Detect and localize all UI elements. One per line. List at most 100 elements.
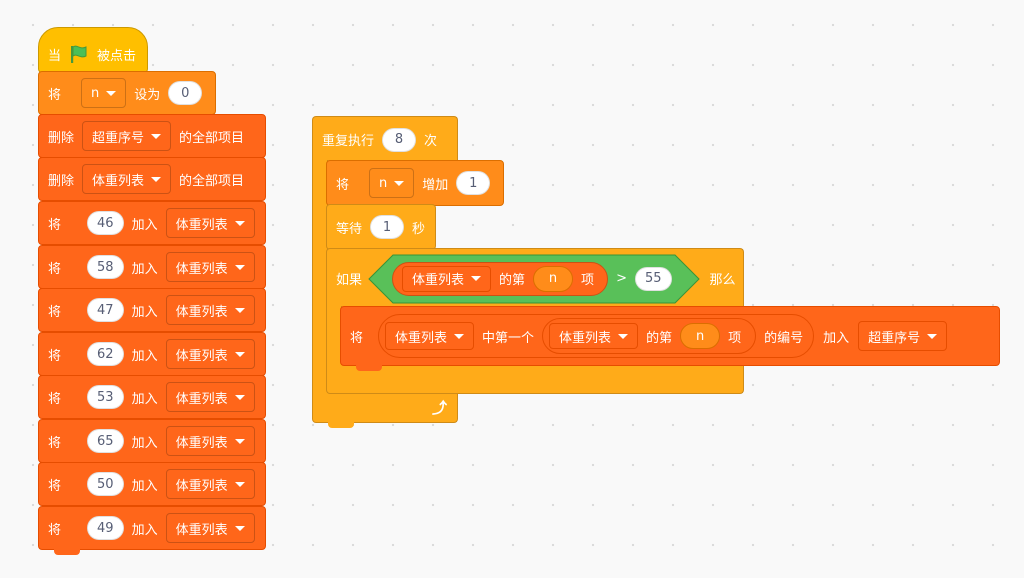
- chevron-down-icon: [234, 351, 245, 357]
- add-value-input[interactable]: 53: [87, 385, 124, 409]
- list-dropdown[interactable]: 体重列表: [165, 339, 255, 369]
- list-dropdown[interactable]: 体重列表: [165, 295, 255, 325]
- list-name: 体重列表: [175, 478, 228, 494]
- list-dropdown[interactable]: 体重列表: [165, 382, 255, 412]
- list-name: 体重列表: [412, 273, 465, 288]
- delete-all-block-2[interactable]: 删除 体重列表 的全部项目: [38, 157, 266, 201]
- add-word-label: 将: [48, 261, 62, 277]
- add-action-label: 加入: [131, 348, 158, 364]
- add-value-input[interactable]: 46: [87, 211, 124, 235]
- block-bottom-notch: [54, 549, 80, 555]
- add-action-label: 加入: [131, 217, 158, 233]
- wait-block[interactable]: 等待 1 秒: [326, 204, 436, 250]
- chevron-down-icon: [234, 264, 245, 270]
- target-list-dropdown[interactable]: 超重序号: [858, 321, 948, 351]
- wait-seconds-input[interactable]: 1: [370, 215, 405, 239]
- wait-suffix-label: 秒: [412, 221, 426, 237]
- list-name: 体重列表: [175, 348, 228, 364]
- add-to-list-block[interactable]: 将 62 加入 体重列表: [38, 332, 266, 376]
- chevron-down-icon: [927, 333, 938, 339]
- chevron-down-icon: [234, 438, 245, 444]
- block-bottom-notch: [356, 365, 382, 371]
- delete-word-label: 删除: [48, 130, 75, 146]
- wait-prefix-label: 等待: [336, 221, 363, 237]
- add-to-list-block[interactable]: 将 50 加入 体重列表: [38, 462, 266, 506]
- add-action-label: 加入: [131, 391, 158, 407]
- list-name: 体重列表: [92, 173, 145, 189]
- item-of-label: 的第: [499, 273, 526, 288]
- add-action-label: 加入: [131, 478, 158, 494]
- hat-prefix-label: 当: [48, 48, 62, 64]
- list-dropdown[interactable]: 体重列表: [402, 265, 492, 292]
- compare-value-input[interactable]: 55: [634, 266, 672, 291]
- add-value-input[interactable]: 47: [87, 298, 124, 322]
- chevron-down-icon: [471, 276, 482, 281]
- add-value-input[interactable]: 62: [87, 342, 124, 366]
- loop-arrow-icon: ⤴: [431, 399, 447, 417]
- add-value-input[interactable]: 49: [87, 516, 124, 540]
- add-value-input[interactable]: 65: [87, 429, 124, 453]
- list-dropdown[interactable]: 超重序号: [82, 121, 172, 151]
- add-to-list-block[interactable]: 将 47 加入 体重列表: [38, 288, 266, 332]
- add-word-label: 将: [48, 478, 62, 494]
- set-value-input[interactable]: 0: [168, 81, 203, 105]
- change-variable-block[interactable]: 将 n 增加 1: [326, 160, 504, 206]
- then-label: 那么: [709, 273, 736, 288]
- block-bottom-notch: [328, 422, 354, 428]
- add-action-label: 加入: [131, 522, 158, 538]
- list-dropdown[interactable]: 体重列表: [165, 513, 255, 543]
- list-dropdown[interactable]: 体重列表: [165, 208, 255, 238]
- variable-dropdown[interactable]: n: [369, 168, 415, 198]
- when-flag-clicked-block[interactable]: 当 被点击: [38, 27, 148, 73]
- if-block[interactable]: 如果 体重列表 的第 n 项 > 55 那么: [326, 248, 744, 308]
- delete-suffix-label: 的全部项目: [179, 173, 245, 189]
- list-dropdown[interactable]: 体重列表: [82, 164, 172, 194]
- chevron-down-icon: [454, 333, 465, 339]
- list-dropdown[interactable]: 体重列表: [165, 426, 255, 456]
- add-word-label: 将: [48, 217, 62, 233]
- change-value-input[interactable]: 1: [456, 171, 491, 195]
- repeat-times-input[interactable]: 8: [382, 127, 417, 152]
- add-action-label: 加入: [823, 330, 850, 346]
- item-label: 项: [581, 273, 595, 288]
- set-variable-block[interactable]: 将 n 设为 0: [38, 71, 216, 115]
- list-name: 体重列表: [175, 522, 228, 538]
- chevron-down-icon: [151, 176, 162, 182]
- list-dropdown[interactable]: 体重列表: [549, 323, 639, 349]
- variable-reporter-n[interactable]: n: [680, 323, 721, 349]
- chevron-down-icon: [618, 333, 629, 339]
- item-of-list-reporter[interactable]: 体重列表 的第 n 项: [542, 318, 757, 354]
- list-name: 超重序号: [868, 330, 921, 346]
- item-label: 项: [728, 330, 742, 346]
- add-value-input[interactable]: 50: [87, 472, 124, 496]
- add-word-label: 将: [48, 348, 62, 364]
- add-to-list-block[interactable]: 将 65 加入 体重列表: [38, 419, 266, 463]
- delete-suffix-label: 的全部项目: [179, 130, 245, 146]
- item-of-label: 的第: [646, 330, 673, 346]
- variable-reporter-n[interactable]: n: [533, 265, 574, 292]
- add-to-list-block[interactable]: 将 58 加入 体重列表: [38, 245, 266, 289]
- list-dropdown[interactable]: 体重列表: [165, 252, 255, 282]
- item-number-of-list-reporter[interactable]: 体重列表 中第一个 体重列表 的第 n 项 的编号: [378, 314, 815, 358]
- list-dropdown[interactable]: 体重列表: [385, 322, 475, 350]
- add-action-label: 加入: [131, 261, 158, 277]
- list-dropdown[interactable]: 体重列表: [165, 469, 255, 499]
- add-word-label: 将: [48, 391, 62, 407]
- add-to-list-block[interactable]: 将 49 加入 体重列表: [38, 506, 266, 550]
- add-to-list-block[interactable]: 将 53 加入 体重列表: [38, 375, 266, 419]
- add-to-list-block[interactable]: 将 46 加入 体重列表: [38, 201, 266, 245]
- hat-suffix-label: 被点击: [97, 48, 137, 64]
- chevron-down-icon: [234, 525, 245, 531]
- if-prefix-label: 如果: [336, 273, 363, 288]
- green-flag-icon: [71, 45, 87, 63]
- list-name: 体重列表: [559, 330, 612, 346]
- list-name: 体重列表: [175, 217, 228, 233]
- repeat-block[interactable]: 重复执行 8 次: [312, 116, 458, 162]
- delete-all-block-1[interactable]: 删除 超重序号 的全部项目: [38, 114, 266, 158]
- variable-dropdown[interactable]: n: [81, 78, 127, 108]
- greater-than-operator[interactable]: 体重列表 的第 n 项 > 55: [368, 254, 702, 304]
- add-value-input[interactable]: 58: [87, 255, 124, 279]
- add-word-label: 将: [48, 435, 62, 451]
- add-index-to-list-block[interactable]: 将 体重列表 中第一个 体重列表 的第 n 项 的编号 加入 超重序号: [340, 306, 1000, 366]
- item-of-list-reporter[interactable]: 体重列表 的第 n 项: [392, 261, 609, 296]
